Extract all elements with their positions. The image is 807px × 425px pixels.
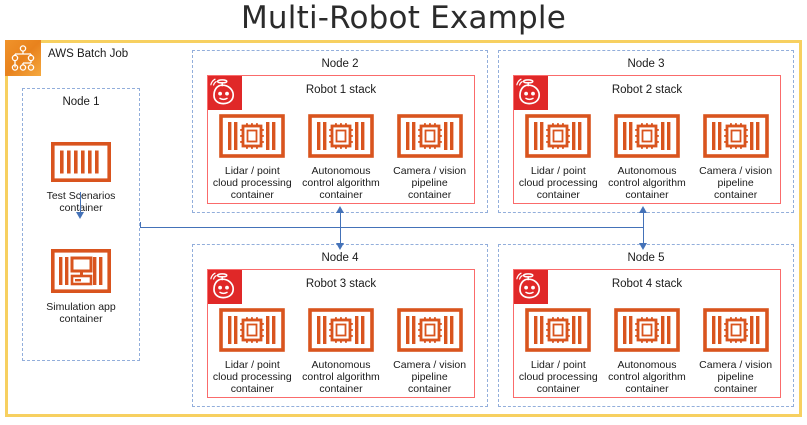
control-algorithm-container-caption: Autonomous control algorithm container <box>608 165 686 202</box>
control-algorithm-container-caption: Autonomous control algorithm container <box>302 165 380 202</box>
camera-vision-container[interactable]: Camera / vision pipeline container <box>388 308 472 396</box>
lidar-container[interactable]: Lidar / point cloud processing container <box>516 308 600 396</box>
page-title: Multi-Robot Example <box>240 0 567 36</box>
node-3-box[interactable]: Node 3 Robot 2 stack <box>498 50 794 213</box>
connector-bus-stub <box>140 222 142 228</box>
connector-node2-arrowhead <box>336 206 344 213</box>
robot-1-stack[interactable]: Robot 1 stack Lidar / point cloud proces… <box>207 75 475 204</box>
robot-4-stack[interactable]: Robot 4 stack Lidar / point cloud proces… <box>513 269 781 398</box>
lidar-container[interactable]: Lidar / point cloud processing container <box>210 114 294 202</box>
robot-icon <box>208 76 242 110</box>
camera-vision-container-caption: Camera / vision pipeline container <box>393 165 467 202</box>
control-algorithm-container[interactable]: Autonomous control algorithm container <box>605 308 689 396</box>
node-3-title: Node 3 <box>627 58 665 70</box>
lidar-container-caption: Lidar / point cloud processing container <box>518 165 598 202</box>
node-4-box[interactable]: Node 4 Robot 3 stack <box>192 244 488 407</box>
robot-3-stack-title: Robot 3 stack <box>305 278 377 290</box>
lidar-container-caption: Lidar / point cloud processing container <box>212 165 292 202</box>
control-algorithm-container-caption: Autonomous control algorithm container <box>608 359 686 396</box>
lidar-container-caption: Lidar / point cloud processing container <box>518 359 598 396</box>
node-2-box[interactable]: Node 2 Robot 1 stack <box>192 50 488 213</box>
robot-icon <box>208 270 242 304</box>
cpu-container-icon <box>614 308 680 357</box>
aws-batch-icon <box>5 40 41 76</box>
simulation-app-container-icon <box>50 248 112 298</box>
robot-icon <box>514 76 548 110</box>
cpu-container-icon <box>396 114 463 163</box>
cpu-container-icon <box>702 114 769 163</box>
cpu-container-icon <box>525 308 592 357</box>
node-1-title: Node 1 <box>62 96 100 108</box>
container-row: Lidar / point cloud processing container… <box>208 114 474 202</box>
test-scenarios-container-icon <box>50 141 112 187</box>
camera-vision-container-caption: Camera / vision pipeline container <box>699 165 773 202</box>
control-algorithm-container[interactable]: Autonomous control algorithm container <box>299 308 383 396</box>
node-5-box[interactable]: Node 5 Robot 4 stack <box>498 244 794 407</box>
camera-vision-container-caption: Camera / vision pipeline container <box>393 359 467 396</box>
lidar-container-caption: Lidar / point cloud processing container <box>212 359 292 396</box>
node-2-title: Node 2 <box>321 58 359 70</box>
connector-node5-arrowhead <box>639 243 647 250</box>
control-algorithm-container[interactable]: Autonomous control algorithm container <box>605 114 689 202</box>
robot-2-stack[interactable]: Robot 2 stack Lidar / point cloud proces… <box>513 75 781 204</box>
robot-4-stack-title: Robot 4 stack <box>611 278 683 290</box>
connector-node2-node4-line <box>340 212 342 244</box>
cpu-container-icon <box>614 114 680 163</box>
cpu-container-icon <box>702 308 769 357</box>
connector-test-to-sim-arrowhead <box>76 212 84 219</box>
camera-vision-container[interactable]: Camera / vision pipeline container <box>388 114 472 202</box>
cpu-container-icon <box>396 308 463 357</box>
connector-node3-arrowhead <box>639 206 647 213</box>
connector-node3-node5-line <box>643 212 645 244</box>
aws-batch-job-label: AWS Batch Job <box>48 48 129 60</box>
robot-3-stack[interactable]: Robot 3 stack Lidar / point cloud proces… <box>207 269 475 398</box>
robot-1-stack-title: Robot 1 stack <box>305 84 377 96</box>
node-1-box[interactable]: Node 1 Test Scenarios container <box>22 88 140 361</box>
node-4-title: Node 4 <box>321 252 359 264</box>
camera-vision-container[interactable]: Camera / vision pipeline container <box>694 114 778 202</box>
node-5-title: Node 5 <box>627 252 665 264</box>
camera-vision-container[interactable]: Camera / vision pipeline container <box>694 308 778 396</box>
container-row: Lidar / point cloud processing container… <box>514 308 780 396</box>
cpu-container-icon <box>308 308 374 357</box>
control-algorithm-container[interactable]: Autonomous control algorithm container <box>299 114 383 202</box>
connector-node4-arrowhead <box>336 243 344 250</box>
control-algorithm-container-caption: Autonomous control algorithm container <box>302 359 380 396</box>
simulation-app-container-caption: Simulation app container <box>46 301 116 326</box>
cpu-container-icon <box>525 114 592 163</box>
container-row: Lidar / point cloud processing container… <box>514 114 780 202</box>
camera-vision-container-caption: Camera / vision pipeline container <box>699 359 773 396</box>
connector-test-to-sim <box>80 192 82 214</box>
lidar-container[interactable]: Lidar / point cloud processing container <box>516 114 600 202</box>
cpu-container-icon <box>219 114 286 163</box>
robot-icon <box>514 270 548 304</box>
lidar-container[interactable]: Lidar / point cloud processing container <box>210 308 294 396</box>
robot-2-stack-title: Robot 2 stack <box>611 84 683 96</box>
connector-bus-horizontal <box>140 227 644 229</box>
container-row: Lidar / point cloud processing container… <box>208 308 474 396</box>
cpu-container-icon <box>308 114 374 163</box>
simulation-app-container[interactable]: Simulation app container <box>23 248 139 326</box>
cpu-container-icon <box>219 308 286 357</box>
